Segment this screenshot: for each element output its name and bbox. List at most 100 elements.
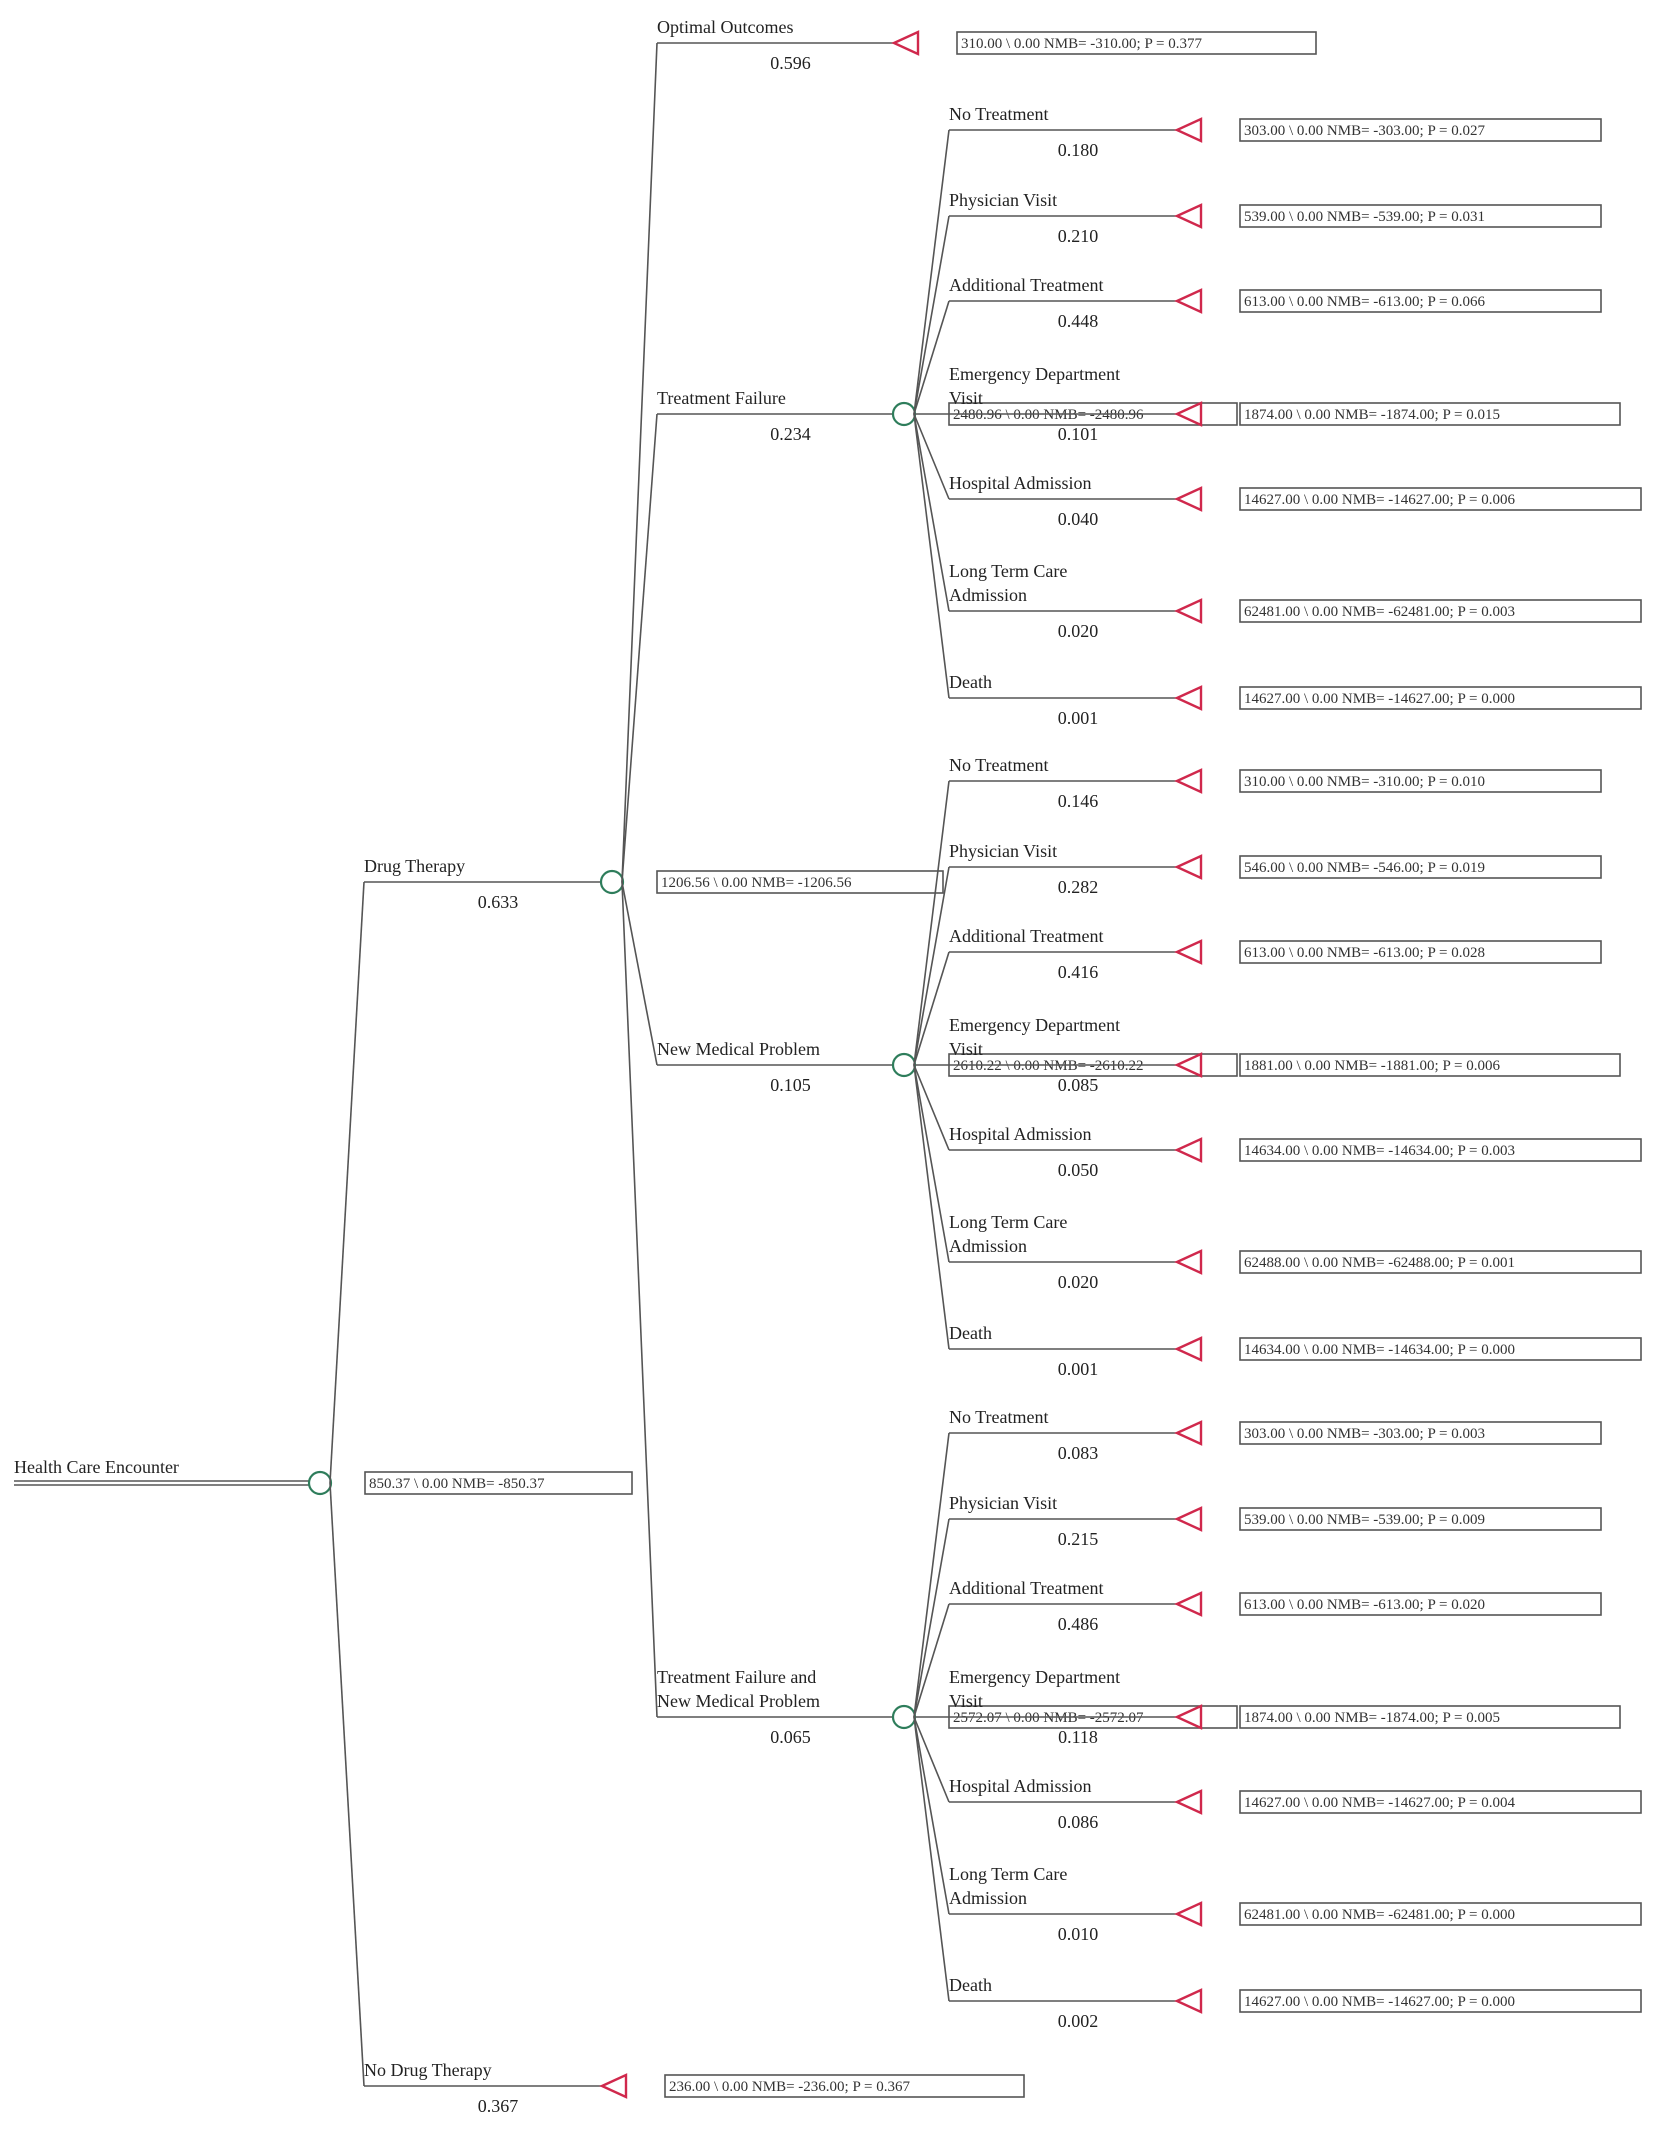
payoff-text: 14627.00 \ 0.00 NMB= -14627.00; P = 0.00… (1244, 691, 1515, 707)
terminal-node-icon[interactable] (1174, 854, 1203, 880)
branch-probability-treatment-failure-and-new-medical-problem: 0.065 (770, 1727, 811, 1747)
branch-label-long-term-care-admission: Long Term Care (949, 1212, 1067, 1232)
terminal-node-icon[interactable] (1174, 939, 1203, 965)
terminal-node-icon[interactable] (1174, 486, 1203, 512)
branch-probability-emergency-department-visit: 0.101 (1058, 424, 1099, 444)
branch-label-treatment-failure-and-new-medical-problem: New Medical Problem (657, 1691, 820, 1711)
expected-value-text: 850.37 \ 0.00 NMB= -850.37 (369, 1476, 545, 1492)
branch-connector (913, 951, 950, 1066)
payoff-box (1239, 402, 1621, 426)
branch-connector (913, 1064, 950, 1151)
branch-label-hospital-admission: Hospital Admission (949, 1124, 1092, 1144)
chance-node-icon[interactable] (307, 1470, 333, 1496)
branch-probability-no-treatment: 0.146 (1058, 791, 1099, 811)
payoff-box (1239, 118, 1602, 142)
expected-value-box (364, 1471, 633, 1495)
terminal-node-icon[interactable] (1174, 1901, 1203, 1927)
branch-label-long-term-care-admission: Admission (949, 585, 1027, 605)
payoff-text: 62481.00 \ 0.00 NMB= -62481.00; P = 0.00… (1244, 1907, 1515, 1923)
branch-probability-optimal-outcomes: 0.596 (770, 53, 811, 73)
terminal-node-icon[interactable] (1174, 1052, 1203, 1078)
branch-label-additional-treatment: Additional Treatment (949, 926, 1104, 946)
payoff-text: 310.00 \ 0.00 NMB= -310.00; P = 0.377 (961, 36, 1202, 52)
terminal-node-icon[interactable] (1174, 1420, 1203, 1446)
payoff-text: 1881.00 \ 0.00 NMB= -1881.00; P = 0.006 (1244, 1058, 1500, 1074)
payoff-box (1239, 1989, 1642, 2013)
branch-label-long-term-care-admission: Long Term Care (949, 561, 1067, 581)
payoff-text: 14627.00 \ 0.00 NMB= -14627.00; P = 0.00… (1244, 492, 1515, 508)
chance-node-icon[interactable] (891, 401, 917, 427)
branch-label-long-term-care-admission: Admission (949, 1888, 1027, 1908)
terminal-node-icon[interactable] (1174, 1137, 1203, 1163)
branch-probability-emergency-department-visit: 0.085 (1058, 1075, 1099, 1095)
branch-label-long-term-care-admission: Long Term Care (949, 1864, 1067, 1884)
branch-probability-hospital-admission: 0.086 (1058, 1812, 1099, 1832)
branch-label-death: Death (949, 1323, 992, 1343)
expected-value-text: 2610.22 \ 0.00 NMB= -2610.22 (953, 1058, 1144, 1074)
payoff-text: 539.00 \ 0.00 NMB= -539.00; P = 0.009 (1244, 1512, 1485, 1528)
payoff-text: 236.00 \ 0.00 NMB= -236.00; P = 0.367 (669, 2079, 910, 2095)
branch-connector (913, 1432, 950, 1718)
payoff-box (1239, 1507, 1602, 1531)
payoff-box (1239, 1902, 1642, 1926)
branch-probability-physician-visit: 0.210 (1058, 226, 1099, 246)
terminal-node-icon[interactable] (1174, 1704, 1203, 1730)
terminal-node-icon[interactable] (1174, 1249, 1203, 1275)
payoff-text: 1874.00 \ 0.00 NMB= -1874.00; P = 0.005 (1244, 1710, 1500, 1726)
terminal-node-icon[interactable] (1174, 1336, 1203, 1362)
payoff-text: 613.00 \ 0.00 NMB= -613.00; P = 0.020 (1244, 1597, 1485, 1613)
terminal-node-icon[interactable] (1174, 1591, 1203, 1617)
expected-value-text: 2572.07 \ 0.00 NMB= -2572.07 (953, 1710, 1144, 1726)
branch-probability-hospital-admission: 0.040 (1058, 509, 1099, 529)
branch-connector (913, 1064, 950, 1263)
branch-connector (621, 881, 658, 1718)
branch-connector (913, 413, 950, 612)
payoff-box (1239, 1790, 1642, 1814)
branch-label-no-treatment: No Treatment (949, 1407, 1049, 1427)
payoff-box (1239, 204, 1602, 228)
branch-label-drug-therapy: Drug Therapy (364, 856, 465, 876)
payoff-text: 613.00 \ 0.00 NMB= -613.00; P = 0.066 (1244, 294, 1485, 310)
terminal-node-icon[interactable] (1174, 203, 1203, 229)
branch-connector (913, 1716, 950, 2002)
terminal-node-icon[interactable] (1174, 117, 1203, 143)
payoff-box (1239, 1592, 1602, 1616)
branch-label-treatment-failure: Treatment Failure (657, 388, 786, 408)
terminal-node-icon[interactable] (1174, 685, 1203, 711)
branch-connector (329, 1482, 365, 2087)
chance-node-icon[interactable] (599, 869, 625, 895)
chance-node-icon[interactable] (891, 1704, 917, 1730)
branch-label-emergency-department-visit: Emergency Department (949, 1015, 1120, 1035)
payoff-text: 14634.00 \ 0.00 NMB= -14634.00; P = 0.00… (1244, 1342, 1515, 1358)
branch-label-death: Death (949, 1975, 992, 1995)
terminal-node-icon[interactable] (1174, 1988, 1203, 2014)
payoff-box (1239, 1250, 1642, 1274)
branch-label-no-treatment: No Treatment (949, 104, 1049, 124)
chance-node-icon[interactable] (891, 1052, 917, 1078)
branch-label-physician-visit: Physician Visit (949, 1493, 1057, 1513)
payoff-box (1239, 1421, 1602, 1445)
branch-connector (913, 300, 950, 415)
terminal-node-icon[interactable] (1174, 1789, 1203, 1815)
terminal-node-icon[interactable] (1174, 288, 1203, 314)
branch-probability-additional-treatment: 0.448 (1058, 311, 1099, 331)
branch-connector (913, 1716, 950, 1803)
branch-connector (913, 1518, 950, 1718)
terminal-node-icon[interactable] (1174, 401, 1203, 427)
terminal-node-icon[interactable] (1174, 1506, 1203, 1532)
branch-probability-additional-treatment: 0.416 (1058, 962, 1099, 982)
branch-connector (913, 1064, 950, 1350)
branch-probability-physician-visit: 0.215 (1058, 1529, 1099, 1549)
branch-label-health-care-encounter: Health Care Encounter (14, 1457, 179, 1477)
branch-connector (913, 413, 950, 699)
terminal-node-icon[interactable] (891, 30, 920, 56)
payoff-box (1239, 1053, 1621, 1077)
terminal-node-icon[interactable] (1174, 598, 1203, 624)
branch-probability-treatment-failure: 0.234 (770, 424, 811, 444)
terminal-node-icon[interactable] (599, 2073, 628, 2099)
payoff-box (1239, 1337, 1642, 1361)
payoff-text: 14634.00 \ 0.00 NMB= -14634.00; P = 0.00… (1244, 1143, 1515, 1159)
terminal-node-icon[interactable] (1174, 768, 1203, 794)
branch-label-hospital-admission: Hospital Admission (949, 1776, 1092, 1796)
branch-label-emergency-department-visit: Visit (949, 1039, 983, 1059)
